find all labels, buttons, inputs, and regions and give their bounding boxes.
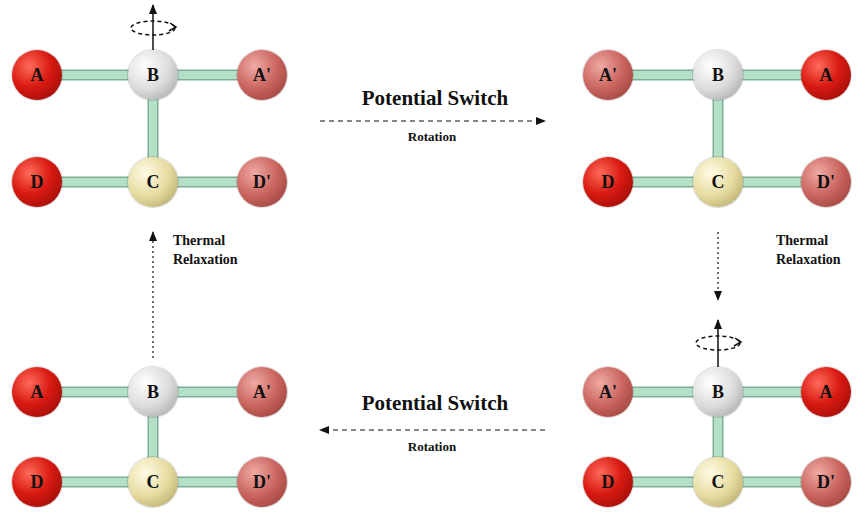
process-arrow (717, 232, 718, 300)
bond (61, 392, 129, 393)
atom-label: A' (253, 382, 271, 403)
atom-label: A' (599, 382, 617, 403)
atom-circle: B (693, 50, 743, 100)
bond (742, 482, 802, 483)
atom-circle: B (128, 50, 178, 100)
atom-label: A (820, 65, 833, 86)
atom-label: D' (253, 472, 271, 493)
rotation-symbol (696, 320, 741, 367)
atom-label: D' (817, 472, 835, 493)
bond (718, 99, 719, 158)
rotation-symbol (131, 5, 176, 50)
atom-label: B (712, 382, 724, 403)
bond (177, 392, 238, 393)
atom-circle: A' (237, 50, 287, 100)
atom-circle: A' (237, 367, 287, 417)
process-label: Thermal Relaxation (173, 232, 253, 270)
atom-label: C (712, 172, 725, 193)
atom-circle: D' (237, 157, 287, 207)
bond (632, 482, 694, 483)
atom-label: D (602, 472, 615, 493)
atom-label: D (31, 172, 44, 193)
atom-circle: C (128, 157, 178, 207)
atom-circle: A (801, 367, 851, 417)
atom-label: B (712, 65, 724, 86)
process-label: Rotation (408, 129, 456, 145)
bond (742, 182, 802, 183)
bond (632, 182, 694, 183)
atom-circle: B (128, 367, 178, 417)
atom-circle: D (583, 457, 633, 507)
process-label: Potential Switch (362, 86, 508, 111)
process-arrow (152, 232, 153, 358)
atom-circle: A' (583, 367, 633, 417)
atom-label: D (602, 172, 615, 193)
bond (742, 392, 802, 393)
atom-circle: A (12, 367, 62, 417)
bond (177, 482, 238, 483)
bond (153, 416, 154, 458)
atom-label: B (147, 65, 159, 86)
bond (632, 392, 694, 393)
bond (632, 75, 694, 76)
atom-circle: D' (801, 457, 851, 507)
process-label: Thermal Relaxation (776, 232, 856, 270)
atom-label: B (147, 382, 159, 403)
process-label: Potential Switch (362, 391, 508, 416)
process-arrow (320, 120, 545, 121)
atom-circle: A' (583, 50, 633, 100)
bond (177, 75, 238, 76)
bond (742, 75, 802, 76)
atom-label: A (820, 382, 833, 403)
atom-circle: C (128, 457, 178, 507)
atom-circle: A (12, 50, 62, 100)
bond (177, 182, 238, 183)
atom-circle: C (693, 457, 743, 507)
atom-label: D' (253, 172, 271, 193)
bond (61, 182, 129, 183)
process-arrow (320, 429, 545, 430)
atom-label: A (31, 65, 44, 86)
atom-circle: D' (801, 157, 851, 207)
atom-label: A (31, 382, 44, 403)
atom-label: D (31, 472, 44, 493)
atom-circle: D (583, 157, 633, 207)
atom-label: C (147, 172, 160, 193)
atom-circle: B (693, 367, 743, 417)
process-label: Rotation (408, 439, 456, 455)
atom-circle: D (12, 457, 62, 507)
bond (61, 75, 129, 76)
atom-label: C (712, 472, 725, 493)
atom-circle: A (801, 50, 851, 100)
atom-circle: C (693, 157, 743, 207)
bond (718, 416, 719, 458)
atom-label: A' (599, 65, 617, 86)
bond (61, 482, 129, 483)
atom-circle: D' (237, 457, 287, 507)
atom-label: A' (253, 65, 271, 86)
atom-label: C (147, 472, 160, 493)
atom-circle: D (12, 157, 62, 207)
atom-label: D' (817, 172, 835, 193)
bond (153, 99, 154, 158)
